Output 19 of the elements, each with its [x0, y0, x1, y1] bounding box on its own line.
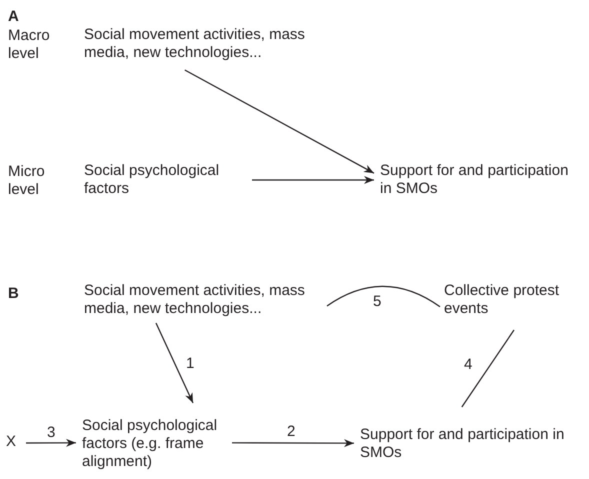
- arrow: [184, 69, 374, 174]
- arrow: [232, 439, 354, 448]
- panel-letter: B: [8, 285, 20, 303]
- node-text: Support for and participation in SMOs: [360, 426, 570, 466]
- node-text: Social psychological factors (e.g. frame alignment): [82, 417, 232, 477]
- arrow: [155, 322, 194, 404]
- node-text: X: [6, 433, 22, 453]
- node-text: Support for and participation in SMOs: [380, 162, 580, 202]
- node-text: Social movement activities, mass media, new technologies...: [84, 282, 324, 322]
- connector-line: [461, 330, 514, 408]
- node-text: Social movement activities, mass media, new technologies...: [84, 26, 324, 66]
- level-label: Micro level: [8, 163, 46, 199]
- panel-letter: A: [8, 8, 20, 26]
- node-text: Collective protest events: [444, 282, 584, 322]
- arrow: [252, 176, 374, 184]
- node-text: Social psychological factors: [84, 162, 249, 202]
- connector-line: [326, 286, 440, 308]
- arrow: [26, 438, 76, 447]
- level-label: Macro level: [8, 27, 51, 63]
